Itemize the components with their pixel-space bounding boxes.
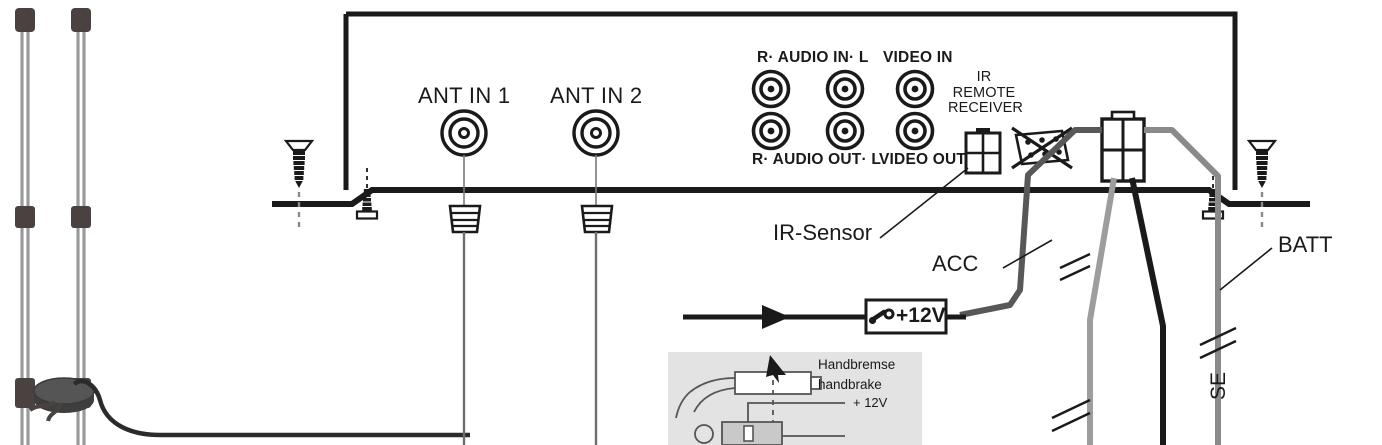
rca-audio-in-l[interactable] [825,69,865,109]
screw-right-countersunk [1247,139,1277,232]
ignition-feed-line [683,305,966,329]
wire-gray-inner [1087,177,1117,445]
rca-audio-out-r[interactable] [751,111,791,151]
batt-leader [1219,247,1273,291]
ant-plug-2 [580,204,614,445]
wire-batt [1144,127,1221,445]
ant-in-1-socket[interactable] [440,109,488,157]
label-ir-sensor: IR-Sensor [773,220,873,245]
label-handbrake-de: Handbremse [818,357,896,372]
antenna-amplifier [28,377,470,438]
label-audio-in: R· AUDIO IN· L [757,49,869,66]
handbrake-inset [668,352,922,445]
label-video-out: VIDEO OUT [879,151,967,168]
antenna-rod-left [15,8,35,445]
rca-video-in[interactable] [895,69,935,109]
rca-audio-out-l[interactable] [825,111,865,151]
label-video-in: VIDEO IN [883,49,953,66]
ant-plug-1 [448,204,482,445]
label-ir-remote-receiver: IR REMOTE RECEIVER [948,69,1023,117]
rca-video-out[interactable] [895,111,935,151]
ir-remote-receiver-icon[interactable] [964,128,1002,175]
label-audio-out: R· AUDIO OUT· L [752,151,881,168]
label-plus-12v: +12V [896,304,946,327]
break-mark-batt [1199,326,1237,360]
rear-panel-outline [343,11,1238,190]
screw-left-countersunk [284,139,314,232]
ant-in-2-socket[interactable] [572,109,620,157]
label-inset-plus-12v: + 12V [853,395,888,410]
break-mark-acc [1059,252,1091,282]
label-batt: BATT [1278,232,1333,257]
ir-sensor-leader [879,167,969,239]
label-ant-in-1: ANT IN 1 [418,83,511,108]
flow-arrow-icon [762,305,790,329]
label-ant-in-2: ANT IN 2 [550,83,643,108]
label-acc: ACC [932,251,979,276]
wire-acc [959,127,1102,318]
wire-black-inner [1129,177,1166,445]
chassis-baseline [272,187,1310,207]
pointer-arrow-icon [766,355,786,383]
label-handbrake-en: handbrake [818,377,882,392]
iso-connector-block [1100,110,1146,183]
label-fuse: SE [1207,371,1230,400]
break-mark-gray-inner [1051,398,1091,433]
plus-12v-box [864,298,948,335]
rca-audio-in-r[interactable] [751,69,791,109]
acc-leader [1002,239,1053,269]
screw-left-mount [355,168,379,220]
